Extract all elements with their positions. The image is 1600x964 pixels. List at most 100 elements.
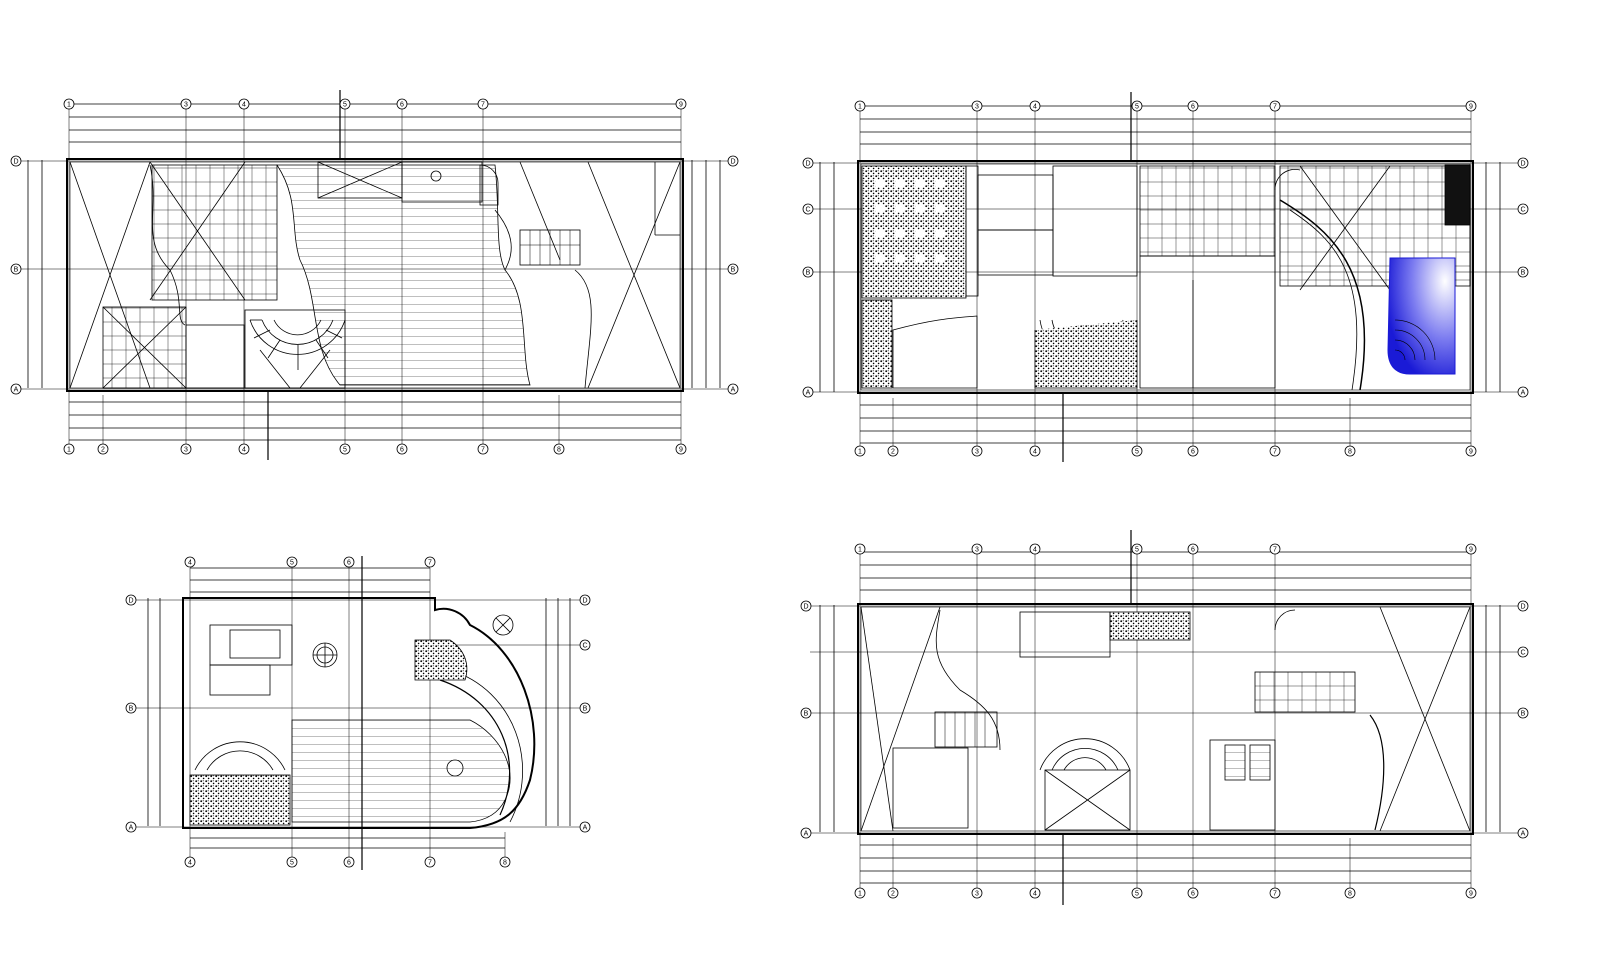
axis-bottom-5-label: 5 [290,860,294,867]
axis-right-D: D [727,155,739,167]
axis-right-A: A [1517,827,1529,839]
axis-bottom-4-circle [1029,887,1041,899]
axis-top-4-label: 4 [1033,104,1037,111]
axis-right-A-circle [1517,827,1529,839]
axis-top-4-label: 4 [1033,547,1037,554]
axis-bottom-2-circle [887,445,899,457]
axis-left-D: D [125,594,137,606]
plan-top-right [810,92,1525,462]
axis-right-B-circle [1517,266,1529,278]
axis-bottom-2-circle [887,887,899,899]
axis-right-B-label: B [1521,711,1526,718]
axis-bottom-9-circle [1465,445,1477,457]
axis-left-B-circle [125,702,137,714]
axis-top-9-label: 9 [1469,104,1473,111]
axis-top-5-circle [1131,100,1143,112]
axis-bottom-3-circle [971,887,983,899]
axis-bottom-8-label: 8 [1348,449,1352,456]
axis-bottom-5: 5 [286,856,298,868]
axis-right-C: C [579,639,591,651]
axis-bottom-8: 8 [499,856,511,868]
axis-right-A: A [579,821,591,833]
axis-bottom-4: 4 [238,443,250,455]
axis-top-6-label: 6 [1191,547,1195,554]
axis-top-7: 7 [477,98,489,110]
axis-top-9: 9 [675,98,687,110]
axis-right-B-circle [727,263,739,275]
axis-right-B: B [1517,266,1529,278]
axis-bottom-4-label: 4 [242,447,246,454]
axis-bottom-7: 7 [1269,887,1281,899]
axis-bottom-7-circle [424,856,436,868]
axis-left-B-label: B [806,270,811,277]
axis-top-5-circle [339,98,351,110]
axis-left-B: B [10,263,22,275]
axis-top-5: 5 [286,556,298,568]
axis-right-B-label: B [731,267,736,274]
axis-top-3-circle [971,100,983,112]
axis-right-A-label: A [731,387,736,394]
axis-bottom-4: 4 [1029,887,1041,899]
axis-left-D-label: D [13,159,18,166]
axis-bottom-1: 1 [63,443,75,455]
axis-right-C-circle [1517,203,1529,215]
axis-top-7-label: 7 [481,102,485,109]
axis-bottom-1-circle [63,443,75,455]
axis-right-D-label: D [1520,161,1525,168]
axis-bottom-9-label: 9 [679,447,683,454]
axis-bottom-4-label: 4 [188,860,192,867]
axis-top-4-label: 4 [242,102,246,109]
axis-top-3-label: 3 [975,547,979,554]
axis-top-6-circle [343,556,355,568]
axis-right-D: D [1517,157,1529,169]
axis-top-4: 4 [238,98,250,110]
axis-top-1-circle [63,98,75,110]
axis-bottom-6-label: 6 [1191,449,1195,456]
axis-left-D-label: D [803,604,808,611]
axis-bottom-3-label: 3 [975,891,979,898]
axis-bottom-1-label: 1 [858,891,862,898]
axis-top-6-label: 6 [400,102,404,109]
axis-top-7-label: 7 [428,560,432,567]
axis-bottom-7: 7 [424,856,436,868]
axis-left-D: D [10,155,22,167]
axis-right-D-circle [579,594,591,606]
axis-bottom-4: 4 [184,856,196,868]
axis-bottom-2-label: 2 [891,449,895,456]
axis-top-7-circle [477,98,489,110]
axis-bottom-8: 8 [1344,887,1356,899]
axis-top-3-circle [180,98,192,110]
axis-right-C-label: C [582,643,587,650]
axis-top-7: 7 [1269,100,1281,112]
axis-bottom-2-label: 2 [891,891,895,898]
axis-top-5-circle [286,556,298,568]
axis-bottom-8-circle [1344,445,1356,457]
axis-left-B: B [800,707,812,719]
axis-top-3-circle [971,543,983,555]
axis-top-4: 4 [184,556,196,568]
axis-top-4-label: 4 [188,560,192,567]
axis-bottom-9-label: 9 [1469,891,1473,898]
axis-bottom-6: 6 [343,856,355,868]
axis-bottom-1: 1 [854,445,866,457]
axis-bottom-3-circle [971,445,983,457]
axis-bottom-3-label: 3 [184,447,188,454]
axis-top-3: 3 [971,543,983,555]
axis-left-A: A [800,827,812,839]
axis-right-B: B [579,702,591,714]
axis-top-4-circle [238,98,250,110]
axis-right-B-label: B [583,706,588,713]
axis-bottom-5-label: 5 [1135,449,1139,456]
axis-top-7-circle [424,556,436,568]
axis-left-B-circle [802,266,814,278]
axis-left-D-label: D [128,598,133,605]
axis-left-D-circle [10,155,22,167]
axis-bottom-6-circle [343,856,355,868]
axis-bottom-5-label: 5 [1135,891,1139,898]
axis-bottom-8: 8 [553,443,565,455]
axis-top-1-label: 1 [67,102,71,109]
axis-left-A-circle [800,827,812,839]
axis-bottom-4: 4 [1029,445,1041,457]
axis-top-7-label: 7 [1273,547,1277,554]
axis-bottom-6: 6 [1187,887,1199,899]
